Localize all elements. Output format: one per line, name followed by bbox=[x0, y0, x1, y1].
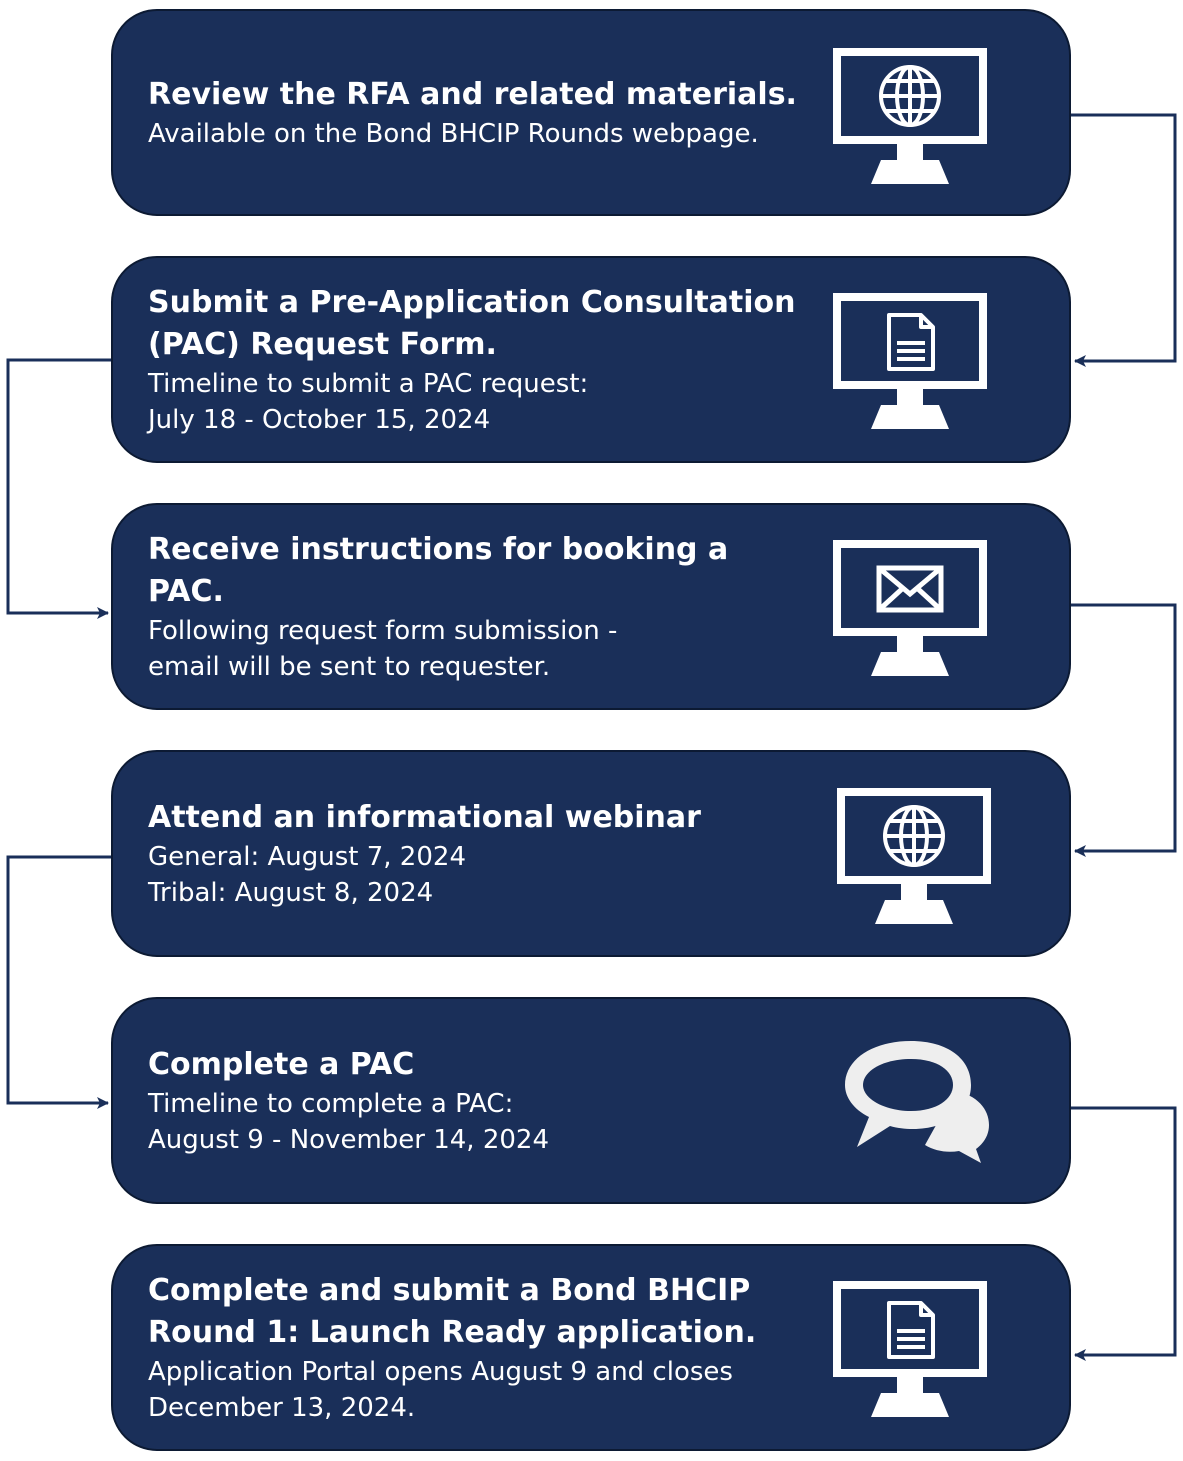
envelope-monitor-icon bbox=[833, 540, 987, 676]
connector-4-to-5 bbox=[6, 855, 111, 1109]
globe-monitor-icon bbox=[837, 788, 991, 924]
step-4-box: Attend an informational webinar General:… bbox=[111, 750, 1071, 957]
step-3-title: Receive instructions for booking a PAC. bbox=[148, 531, 729, 609]
step-6-desc: Application Portal opens August 9 and cl… bbox=[148, 1356, 733, 1423]
connector-1-to-2 bbox=[1071, 113, 1177, 367]
step-1-text: Review the RFA and related materials. Av… bbox=[148, 74, 808, 152]
step-1-box: Review the RFA and related materials. Av… bbox=[111, 9, 1071, 216]
connector-2-to-3 bbox=[6, 358, 111, 619]
chat-bubbles-icon bbox=[845, 1041, 989, 1163]
step-2-box: Submit a Pre-Application Consultation (P… bbox=[111, 256, 1071, 463]
step-6-box: Complete and submit a Bond BHCIP Round 1… bbox=[111, 1244, 1071, 1451]
step-4-text: Attend an informational webinar General:… bbox=[148, 797, 808, 911]
step-5-desc: Timeline to complete a PAC: August 9 - N… bbox=[148, 1088, 550, 1155]
step-2-desc: Timeline to submit a PAC request: July 1… bbox=[148, 368, 589, 435]
globe-monitor-icon bbox=[833, 48, 987, 184]
step-3-box: Receive instructions for booking a PAC. … bbox=[111, 503, 1071, 710]
step-5-title: Complete a PAC bbox=[148, 1046, 415, 1082]
step-4-desc: General: August 7, 2024 Tribal: August 8… bbox=[148, 841, 466, 908]
step-5-text: Complete a PAC Timeline to complete a PA… bbox=[148, 1044, 808, 1158]
document-monitor-icon bbox=[833, 293, 987, 429]
step-3-text: Receive instructions for booking a PAC. … bbox=[148, 529, 808, 685]
connector-3-to-4 bbox=[1071, 603, 1177, 857]
step-1-title: Review the RFA and related materials. bbox=[148, 76, 797, 112]
step-6-title: Complete and submit a Bond BHCIP Round 1… bbox=[148, 1272, 757, 1350]
connector-5-to-6 bbox=[1071, 1106, 1177, 1361]
step-5-box: Complete a PAC Timeline to complete a PA… bbox=[111, 997, 1071, 1204]
step-4-title: Attend an informational webinar bbox=[148, 799, 701, 835]
document-monitor-icon bbox=[833, 1281, 987, 1417]
step-1-desc: Available on the Bond BHCIP Rounds webpa… bbox=[148, 118, 759, 149]
step-2-text: Submit a Pre-Application Consultation (P… bbox=[148, 282, 808, 438]
step-3-desc: Following request form submission - emai… bbox=[148, 615, 618, 682]
step-6-text: Complete and submit a Bond BHCIP Round 1… bbox=[148, 1270, 808, 1426]
step-2-title: Submit a Pre-Application Consultation (P… bbox=[148, 284, 796, 362]
